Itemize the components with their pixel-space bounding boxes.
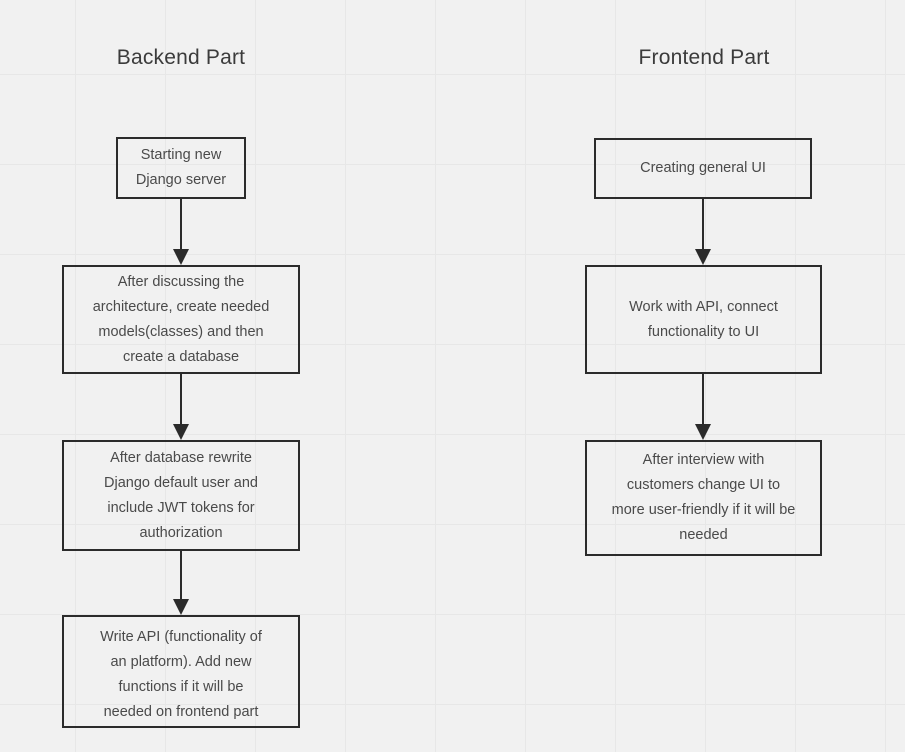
node-backend-3[interactable]: After database rewrite Django default us… [62, 440, 300, 551]
edge-frontend-2-to-3 [685, 374, 721, 440]
node-frontend-2[interactable]: Work with API, connect functionality to … [585, 265, 822, 374]
node-frontend-3[interactable]: After interview with customers change UI… [585, 440, 822, 556]
node-frontend-3-label: After interview with customers change UI… [611, 452, 796, 543]
edge-frontend-1-to-2 [685, 199, 721, 265]
node-backend-2-label: After discussing the architecture, creat… [92, 273, 270, 365]
edge-backend-3-to-4 [163, 551, 199, 615]
node-frontend-2-label: Work with API, connect functionality to … [629, 298, 778, 340]
node-backend-1[interactable]: Starting new Django server [116, 137, 246, 199]
node-backend-1-label: Starting new Django server [135, 147, 227, 188]
node-backend-4-label: Write API (functionality of an platform)… [100, 629, 262, 720]
node-backend-3-label: After database rewrite Django default us… [104, 449, 258, 541]
column-title-frontend: Frontend Part [638, 46, 770, 69]
node-backend-2[interactable]: After discussing the architecture, creat… [62, 265, 300, 374]
edge-backend-1-to-2 [163, 199, 199, 265]
node-frontend-1[interactable]: Creating general UI [594, 138, 812, 199]
node-backend-4[interactable]: Write API (functionality of an platform)… [62, 615, 300, 728]
node-frontend-1-label: Creating general UI [640, 160, 766, 176]
edge-backend-2-to-3 [163, 374, 199, 440]
column-title-backend: Backend Part [116, 46, 246, 69]
